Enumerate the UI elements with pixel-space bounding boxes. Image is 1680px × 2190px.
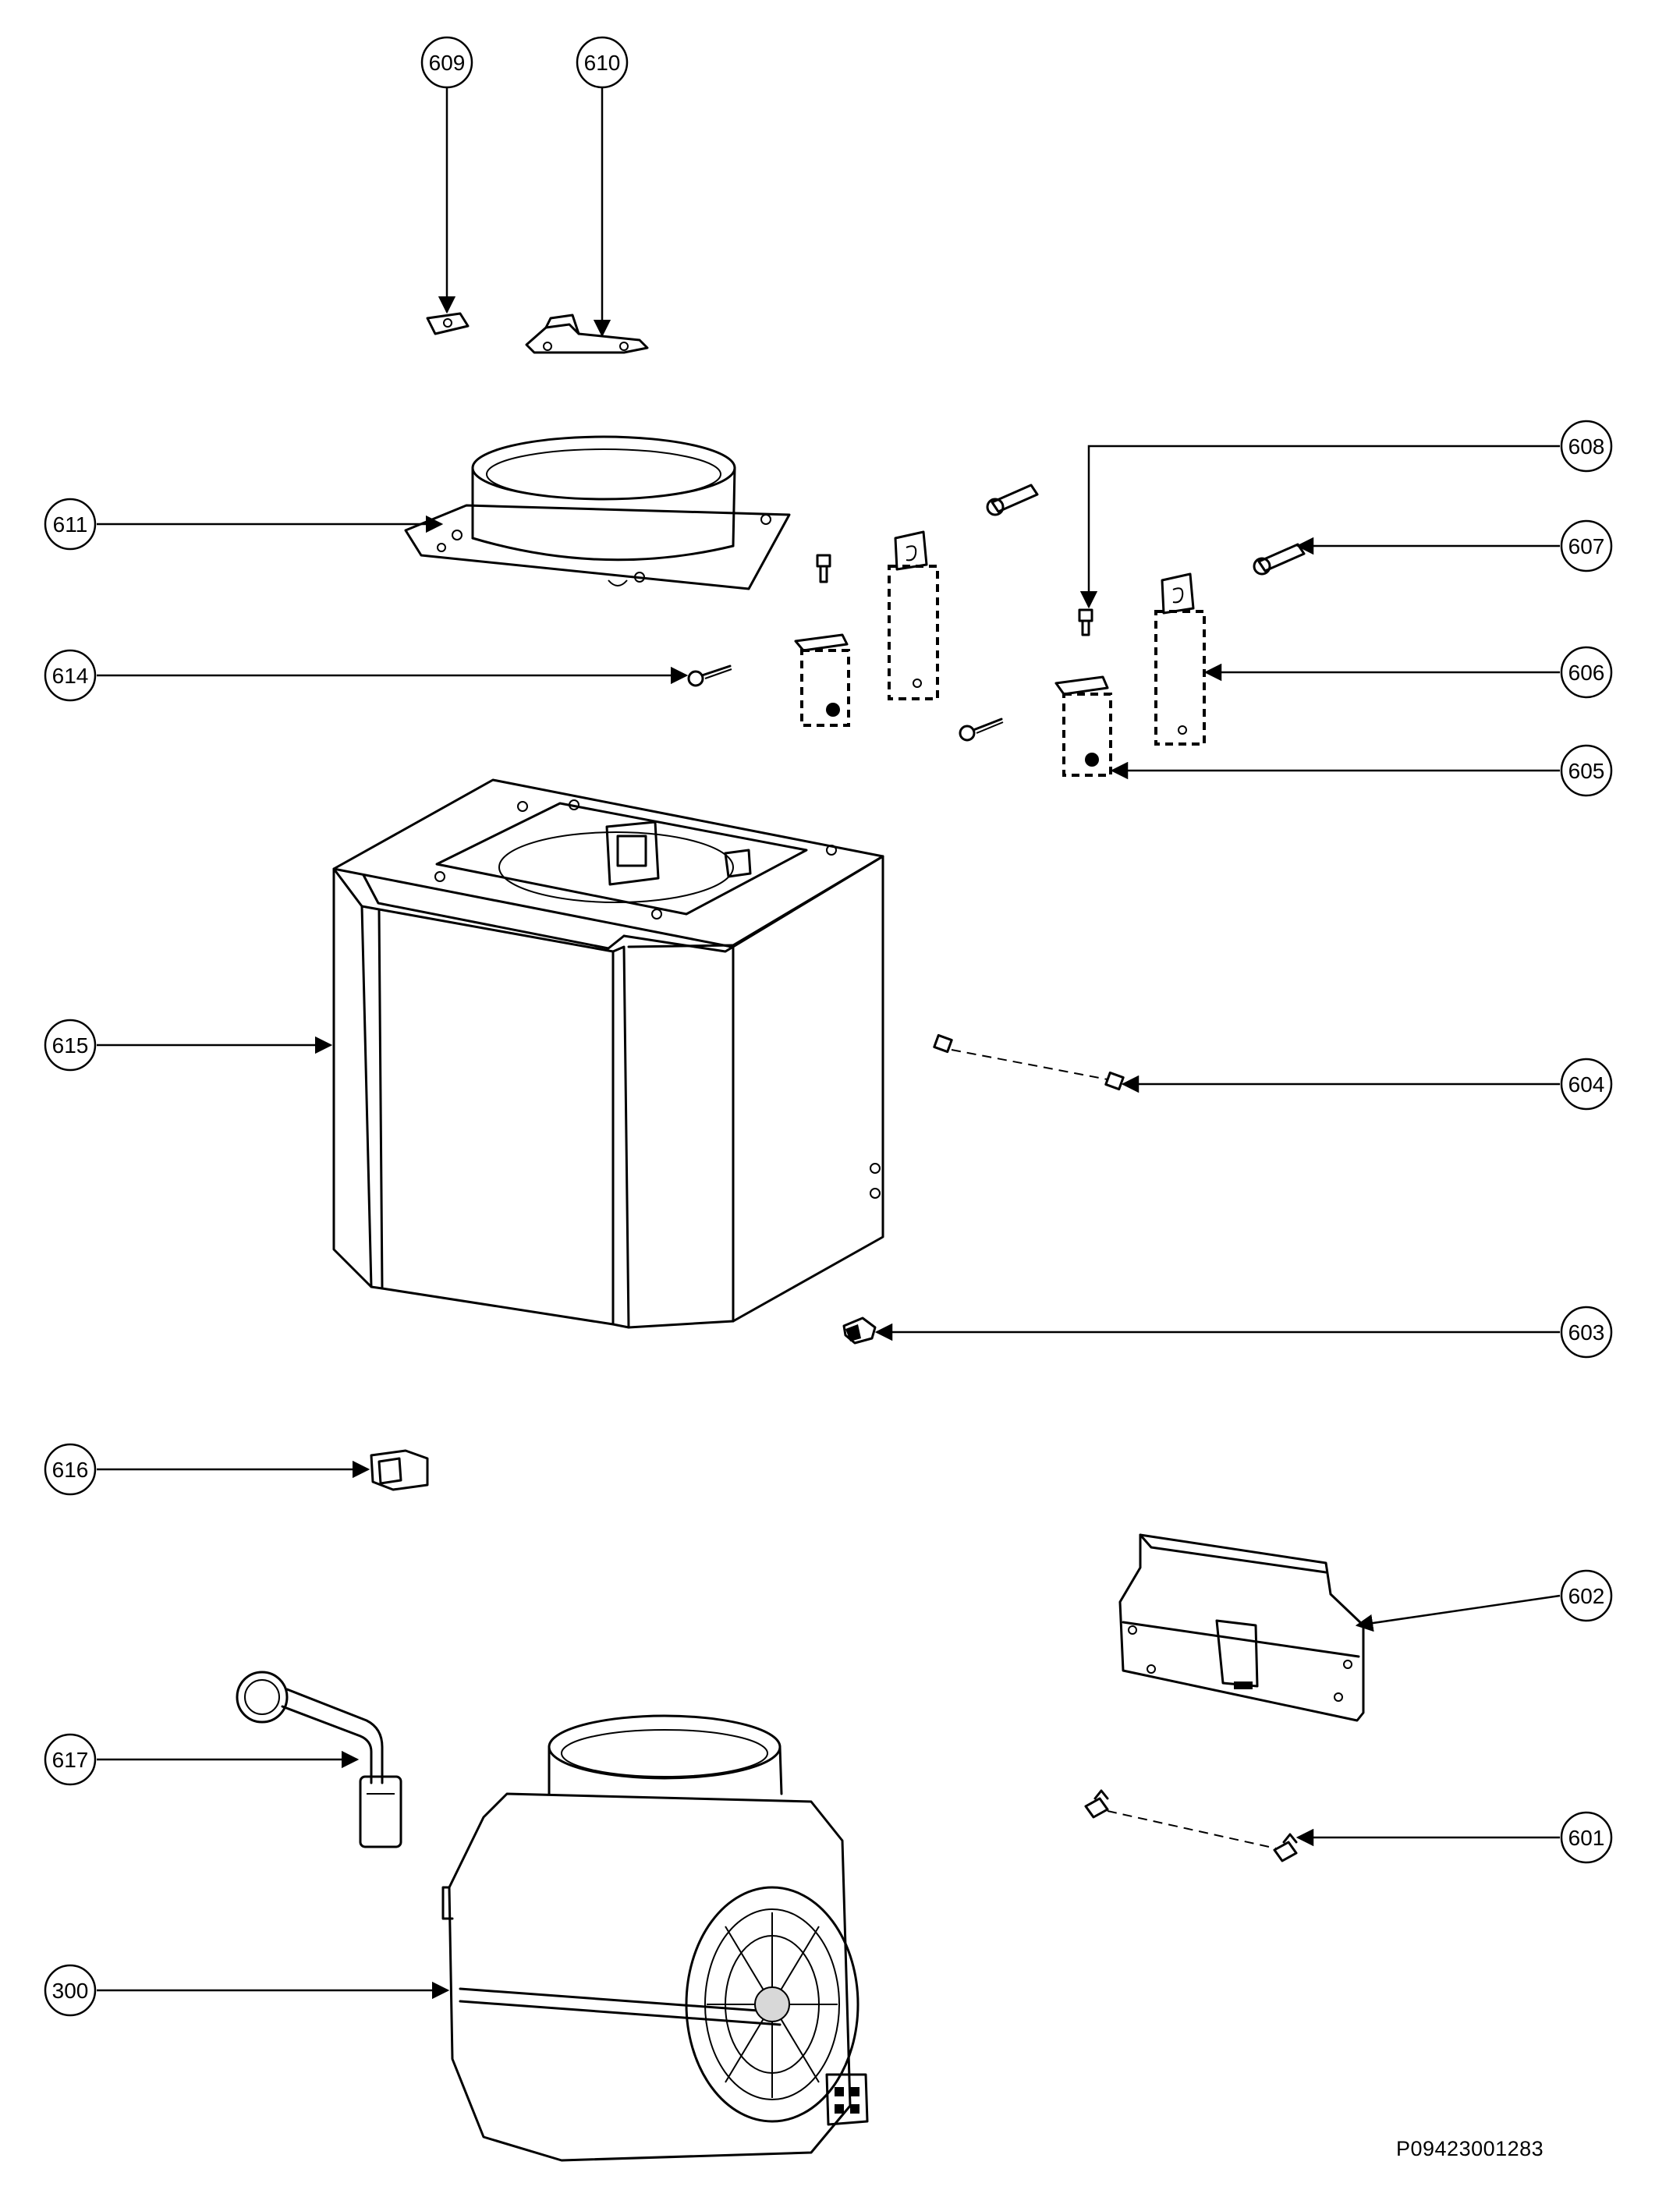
svg-text:616: 616 <box>52 1458 89 1482</box>
callout-604: 604 <box>1560 1058 1613 1111</box>
callout-608: 608 <box>1560 420 1613 473</box>
svg-text:617: 617 <box>52 1748 89 1772</box>
part-609-clip <box>426 312 470 335</box>
part-616-cable-clip <box>370 1449 429 1491</box>
svg-text:614: 614 <box>52 664 89 688</box>
part-605-bracket-left <box>794 633 850 727</box>
part-601-screw-right <box>1273 1833 1298 1862</box>
svg-text:602: 602 <box>1568 1584 1605 1608</box>
part-601-screw-left <box>1084 1789 1109 1819</box>
part-606-bracket-right <box>1154 572 1206 746</box>
part-611-duct-collar <box>404 435 791 590</box>
callout-602: 602 <box>1560 1569 1613 1622</box>
part-610-bracket <box>525 314 649 354</box>
callout-601: 601 <box>1560 1811 1613 1864</box>
svg-text:609: 609 <box>429 51 466 75</box>
callout-603: 603 <box>1560 1306 1613 1359</box>
part-614-screw-right <box>959 718 1004 742</box>
callout-609: 609 <box>420 36 473 89</box>
part-617-capacitor <box>236 1671 402 1848</box>
callout-611: 611 <box>44 498 97 551</box>
part-pin-upper-left <box>816 554 831 583</box>
part-605-bracket-right <box>1054 675 1112 777</box>
part-615-hood-body <box>332 778 884 1329</box>
callout-607: 607 <box>1560 519 1613 572</box>
part-608-pin <box>1078 608 1093 636</box>
drawing-reference-code: P09423001283 <box>1396 2137 1544 2160</box>
part-604-nut-left <box>933 1033 953 1054</box>
svg-text:607: 607 <box>1568 534 1605 558</box>
svg-text:300: 300 <box>52 1979 89 2003</box>
callout-300: 300 <box>44 1964 97 2017</box>
leader-lines <box>97 87 1561 2000</box>
part-607-wall-plug-left <box>986 484 1039 516</box>
callout-616: 616 <box>44 1443 97 1496</box>
part-607-wall-plug-right <box>1253 543 1306 576</box>
svg-text:610: 610 <box>584 51 621 75</box>
callout-605: 605 <box>1560 744 1613 797</box>
callout-606: 606 <box>1560 646 1613 699</box>
part-602-plate <box>1118 1533 1365 1722</box>
part-604-nut-right <box>1104 1071 1125 1091</box>
svg-text:611: 611 <box>53 512 88 537</box>
svg-text:605: 605 <box>1568 759 1605 783</box>
part-603-clip <box>842 1316 877 1345</box>
svg-text:615: 615 <box>52 1033 89 1058</box>
callout-610: 610 <box>576 36 629 89</box>
part-604-axis-line <box>951 1049 1108 1080</box>
callout-617: 617 <box>44 1733 97 1786</box>
svg-text:601: 601 <box>1568 1826 1605 1850</box>
callout-614: 614 <box>44 649 97 702</box>
svg-text:603: 603 <box>1568 1320 1605 1345</box>
part-601-axis-line <box>1107 1810 1277 1849</box>
part-300-blower-motor <box>441 1714 869 2162</box>
svg-text:608: 608 <box>1568 434 1605 459</box>
svg-text:604: 604 <box>1568 1072 1605 1097</box>
callout-615: 615 <box>44 1019 97 1072</box>
svg-text:606: 606 <box>1568 661 1605 685</box>
part-614-screw-left <box>687 664 732 687</box>
part-606-bracket-left <box>888 530 939 700</box>
